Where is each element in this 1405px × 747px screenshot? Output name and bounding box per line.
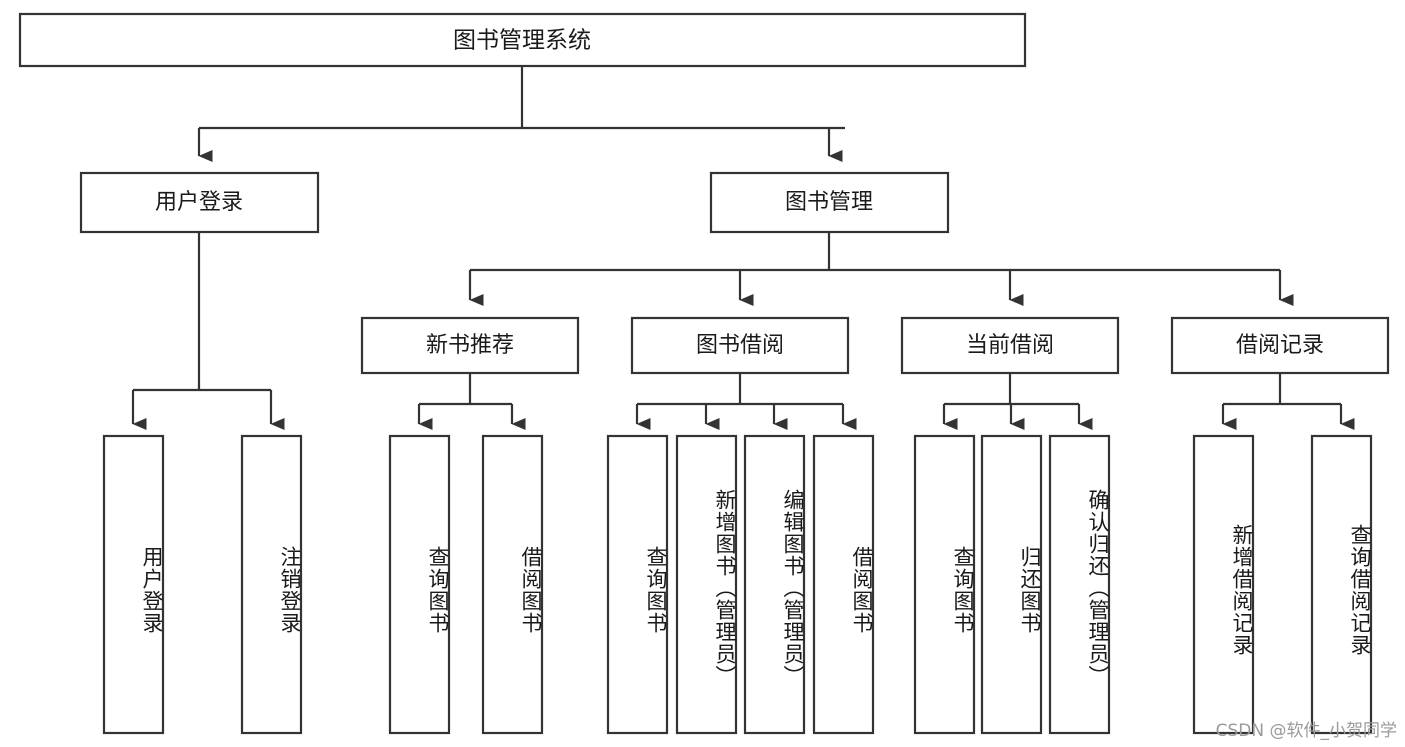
watermark: CSDN @软件_小贺同学 xyxy=(1215,721,1397,741)
node-book-borrow-box[interactable] xyxy=(630,316,850,375)
node-current-borrow[interactable]: 当前借阅 xyxy=(900,316,1120,375)
node-borrow-record-label: 借阅记录 xyxy=(1236,333,1324,358)
connector-newbook-to-leaves xyxy=(417,373,526,430)
node-root[interactable]: 图书管理系统 xyxy=(18,12,1027,68)
node-borrow-record-box[interactable] xyxy=(1170,316,1390,375)
connector-bookborrow-to-leaves xyxy=(635,373,857,430)
connector-currentborrow-to-leaves xyxy=(942,373,1093,430)
connector-books-to-level2 xyxy=(468,232,1294,306)
connector-userlogin-to-leaves xyxy=(131,232,285,430)
leaf-box-borrow-record-1[interactable] xyxy=(1310,434,1373,735)
leaf-box-borrow-record-0[interactable] xyxy=(1192,434,1255,735)
leaf-box-book-borrow-1[interactable] xyxy=(675,434,738,735)
node-book-management-box[interactable] xyxy=(709,171,950,234)
leaf-box-book-borrow-2[interactable] xyxy=(743,434,806,735)
connector-borrowrecord-to-leaves xyxy=(1221,373,1355,430)
node-root-label: 图书管理系统 xyxy=(453,28,591,54)
node-current-borrow-box[interactable] xyxy=(900,316,1120,375)
node-user-login-label: 用户登录 xyxy=(155,190,243,215)
leaf-box-new-book-1[interactable] xyxy=(481,434,544,735)
leaf-box-current-borrow-1[interactable] xyxy=(980,434,1043,735)
leaf-box-book-borrow-0[interactable] xyxy=(606,434,669,735)
connector-root-to-level1 xyxy=(197,66,845,162)
node-new-book-recommend-box[interactable] xyxy=(360,316,580,375)
node-book-management-label: 图书管理 xyxy=(785,190,873,215)
node-book-management[interactable]: 图书管理 xyxy=(709,171,950,234)
node-user-login-box[interactable] xyxy=(79,171,320,234)
node-root-box[interactable] xyxy=(18,12,1027,68)
node-user-login[interactable]: 用户登录 xyxy=(79,171,320,234)
node-new-book-recommend[interactable]: 新书推荐 xyxy=(360,316,580,375)
node-new-book-recommend-label: 新书推荐 xyxy=(426,333,514,358)
leaf-box-book-borrow-3[interactable] xyxy=(812,434,875,735)
node-borrow-record[interactable]: 借阅记录 xyxy=(1170,316,1390,375)
leaf-box-current-borrow-2[interactable] xyxy=(1048,434,1111,735)
node-book-borrow[interactable]: 图书借阅 xyxy=(630,316,850,375)
leaf-box-user-login-1[interactable] xyxy=(240,434,303,735)
node-book-borrow-label: 图书借阅 xyxy=(696,333,784,358)
leaf-box-current-borrow-0[interactable] xyxy=(913,434,976,735)
leaf-box-user-login-0[interactable] xyxy=(102,434,165,735)
node-current-borrow-label: 当前借阅 xyxy=(966,333,1054,358)
leaf-box-new-book-0[interactable] xyxy=(388,434,451,735)
